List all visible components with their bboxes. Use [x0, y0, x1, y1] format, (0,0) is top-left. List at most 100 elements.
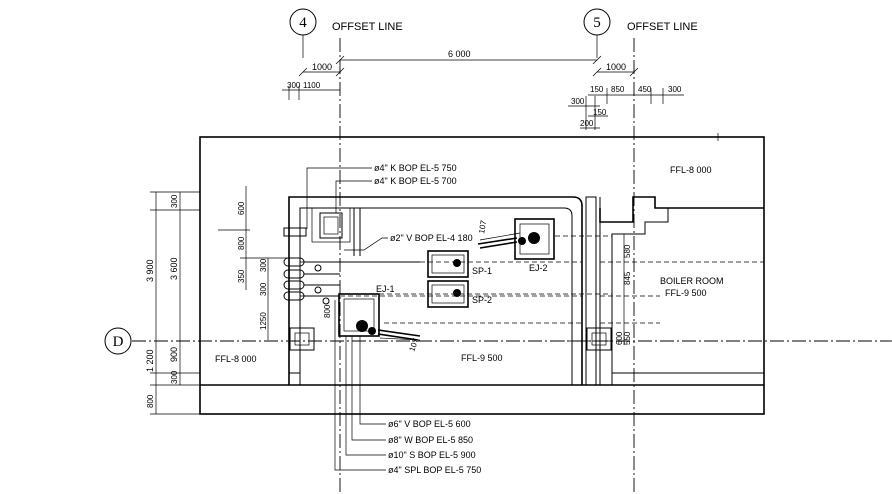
leader-top-1 — [306, 167, 372, 229]
grid-label-5: 5 — [593, 15, 601, 31]
ej-1-label: EJ-1 — [376, 284, 395, 294]
callout-bottom-1: ø6" V BOP EL-5 600 — [388, 419, 471, 429]
sp-2-pump — [453, 289, 461, 297]
ffl-left-label: FFL-8 000 — [215, 354, 257, 364]
ej-1-pump — [356, 320, 368, 332]
callout-bottom-3: ø10" S BOP EL-5 900 — [388, 450, 476, 460]
callout-top-1: ø4" K BOP EL-5 750 — [374, 163, 457, 173]
ej-2-discharge — [477, 237, 518, 249]
leader-bottom-2 — [351, 336, 386, 441]
leader-top-3 — [344, 237, 388, 251]
dim-200: 200 — [580, 119, 594, 128]
dim-300b: 300 — [668, 85, 682, 94]
grid-label-4: 4 — [299, 15, 307, 31]
dim-3900: 3 900 — [145, 259, 155, 282]
pipe-elbow — [314, 286, 322, 294]
outer-wall — [199, 136, 765, 415]
ej-2-pump-2 — [518, 237, 526, 245]
valve-top — [283, 227, 307, 237]
dim-600-right: 600 — [615, 331, 624, 345]
offset-line-label-5: OFFSET LINE — [627, 21, 698, 33]
dim-300-bottom: 300 — [170, 370, 179, 384]
dim-span: 6 000 — [448, 49, 471, 59]
dim-300-a: 300 — [259, 258, 268, 272]
left-dimensions: 3 900 3 600 1 200 900 300 300 800 600 80… — [145, 186, 332, 415]
wall-column — [585, 196, 597, 386]
tick — [592, 55, 602, 65]
grid-bubble-d — [104, 327, 132, 355]
callout-bottom-2: ø8" W BOP EL-5 850 — [388, 435, 473, 445]
boiler-room-wall-top — [599, 196, 764, 223]
callouts-bottom: ø6" V BOP EL-5 600 ø8" W BOP EL-5 850 ø1… — [388, 419, 481, 475]
equipment: EJ-1 107 EJ-2 107 SP-1 SP-2 — [283, 207, 764, 353]
ej-2-leader — [479, 232, 521, 241]
dim-150a: 150 — [590, 85, 604, 94]
ej-1-pump-2 — [368, 327, 376, 335]
dim-600: 600 — [237, 201, 246, 215]
ej-1-dim-107: 107 — [407, 337, 420, 353]
dim-1200: 1 200 — [145, 349, 155, 372]
dim-800: 800 — [237, 236, 246, 250]
dim-1250: 1250 — [259, 312, 268, 330]
dim-850: 850 — [611, 85, 625, 94]
leader-top-2 — [335, 180, 372, 213]
boiler-room-label: BOILER ROOM — [660, 276, 724, 286]
callout-top-2: ø4" K BOP EL-5 700 — [374, 176, 457, 186]
dim-350: 350 — [237, 269, 246, 283]
dim-150b: 150 — [593, 108, 607, 117]
ej-top-frame — [311, 207, 351, 243]
tick — [298, 67, 308, 77]
dim-3600: 3 600 — [169, 257, 179, 280]
corner-pit-right-inner — [591, 332, 607, 346]
dim-1100: 1100 — [303, 81, 321, 90]
dim-550: 550 — [623, 331, 632, 345]
offset-line-label-4: OFFSET LINE — [332, 21, 403, 33]
pit-wall-outer — [288, 196, 583, 385]
corner-pit-left — [289, 327, 315, 351]
leader-bottom-1 — [359, 336, 386, 425]
callout-bottom-4: ø4" SPL BOP EL-5 750 — [388, 465, 481, 475]
sp-1-pit-inner — [431, 254, 465, 274]
tick — [629, 67, 639, 77]
dim-right-1000: 1000 — [606, 62, 626, 72]
pipe-elbow — [314, 264, 322, 272]
ej-2-pump — [528, 232, 540, 244]
valve-2 — [283, 269, 305, 279]
callout-top-3: ø2" V BOP EL-4 180 — [390, 233, 473, 243]
ej-top-square — [319, 212, 343, 239]
dim-300-top: 300 — [170, 194, 179, 208]
dim-580: 580 — [623, 244, 632, 258]
leader-bottom-4 — [334, 300, 386, 471]
right-dimensions: 580 845 550 600 — [615, 234, 632, 345]
top-dimensions: 6 000 1000 1000 300 1100 150 850 450 300… — [282, 49, 684, 130]
callout-leaders — [306, 167, 388, 471]
sp-1-label: SP-1 — [472, 266, 492, 276]
ej-2-dim-107: 107 — [477, 219, 488, 234]
valve-3 — [283, 280, 305, 290]
sp-1-pit — [427, 250, 469, 278]
ffl-pit-label: FFL-9 500 — [461, 353, 503, 363]
building-outline — [199, 133, 765, 415]
dim-800-bottom: 800 — [146, 394, 155, 408]
pit-wall-inner — [299, 207, 573, 385]
ej-1-pit — [338, 293, 380, 337]
dim-800-c: 800 — [323, 304, 332, 318]
tick — [335, 55, 345, 65]
ffl-right-label: FFL-8 000 — [670, 165, 712, 175]
ej-top-square-inner — [323, 216, 339, 235]
corner-pit-left-inner — [294, 332, 310, 346]
ej-1-leader — [379, 337, 421, 341]
callouts-top: ø4" K BOP EL-5 750 ø4" K BOP EL-5 700 ø2… — [374, 163, 473, 243]
tick — [335, 67, 345, 77]
dim-900: 900 — [169, 347, 179, 362]
grid-lines: 4 5 D OFFSET LINE OFFSET LINE — [104, 8, 892, 494]
pipe-elbow — [322, 297, 330, 305]
corner-pit-right — [586, 327, 612, 351]
room-labels: FFL-8 000 FFL-8 000 FFL-9 500 BOILER ROO… — [215, 165, 724, 364]
boiler-room-ffl-label: FFL-9 500 — [665, 288, 707, 298]
dim-845: 845 — [623, 271, 632, 285]
dim-300c: 300 — [571, 97, 585, 106]
ej-1-discharge — [377, 329, 421, 341]
sp-1-pump — [453, 259, 461, 267]
